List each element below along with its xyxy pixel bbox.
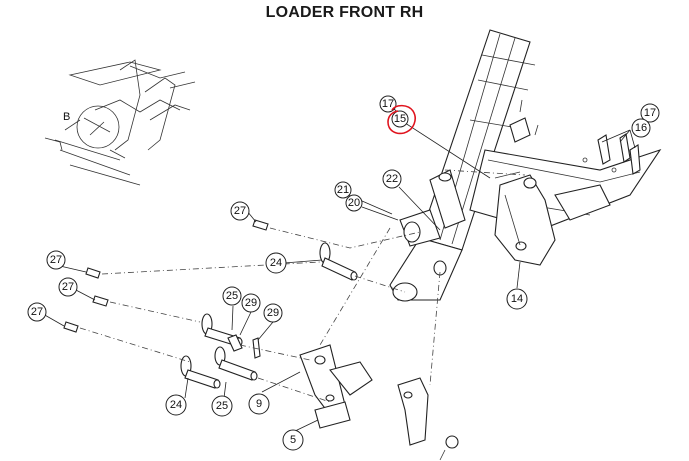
svg-text:27: 27 (62, 281, 74, 293)
svg-text:27: 27 (31, 306, 43, 318)
callout-17-right: 17 (640, 103, 660, 123)
pin-24-upper (319, 242, 358, 281)
callout-27-b: 27 (58, 277, 78, 297)
callout-14: 14 (506, 288, 528, 310)
assembly-lines (79, 169, 526, 403)
clip-29-a (227, 334, 243, 352)
svg-text:17: 17 (644, 107, 656, 119)
callout-22: 22 (382, 169, 402, 189)
svg-text:29: 29 (245, 297, 257, 309)
svg-text:27: 27 (50, 254, 62, 266)
svg-text:5: 5 (290, 434, 296, 446)
callout-25-upper: 25 (222, 286, 242, 306)
bolt-27-top (252, 219, 269, 231)
svg-text:29: 29 (267, 307, 279, 319)
callout-15: 15 (391, 110, 409, 128)
callout-21: 21 (334, 181, 352, 199)
svg-text:21: 21 (337, 184, 349, 196)
detail-circle (76, 105, 120, 149)
svg-text:27: 27 (234, 205, 246, 217)
hardware-top (494, 99, 641, 179)
svg-text:17: 17 (382, 98, 394, 110)
callout-24-lower: 24 (165, 394, 187, 416)
callout-25-lower: 25 (211, 395, 233, 417)
bracket-14 (494, 174, 556, 266)
svg-text:14: 14 (511, 293, 523, 305)
callout-20: 20 (345, 194, 363, 212)
callout-27-c: 27 (27, 302, 47, 322)
highlight-annotation-ring (387, 104, 416, 135)
linkage-9 (299, 344, 373, 429)
callout-17-top: 17 (379, 95, 397, 113)
bolt-27-a (85, 267, 101, 279)
overview-thumbnail: B (44, 59, 196, 186)
detail-label: B (63, 111, 70, 123)
pin-24-lower (180, 355, 221, 389)
callout-16: 16 (631, 118, 651, 138)
svg-text:20: 20 (348, 197, 360, 209)
svg-text:15: 15 (394, 113, 406, 125)
callout-29-a: 29 (241, 293, 261, 313)
svg-text:25: 25 (216, 400, 228, 412)
svg-text:16: 16 (635, 122, 647, 134)
callout-24-upper: 24 (265, 252, 287, 274)
clip-29-b (252, 337, 261, 359)
callout-5: 5 (282, 429, 304, 451)
diagram-title: LOADER FRONT RH (265, 4, 424, 21)
callout-27-a: 27 (46, 250, 66, 270)
svg-text:22: 22 (386, 173, 398, 185)
bolt-27-c (63, 321, 79, 333)
svg-text:24: 24 (270, 257, 282, 269)
callout-9: 9 (248, 393, 270, 415)
bracket-lower (397, 377, 459, 461)
callout-27-top: 27 (230, 201, 250, 221)
svg-text:24: 24 (170, 399, 182, 411)
bolt-27-b (92, 295, 109, 307)
svg-text:9: 9 (256, 398, 262, 410)
callout-29-b: 29 (263, 303, 283, 323)
svg-text:25: 25 (226, 290, 238, 302)
pin-25-lower (214, 346, 258, 381)
